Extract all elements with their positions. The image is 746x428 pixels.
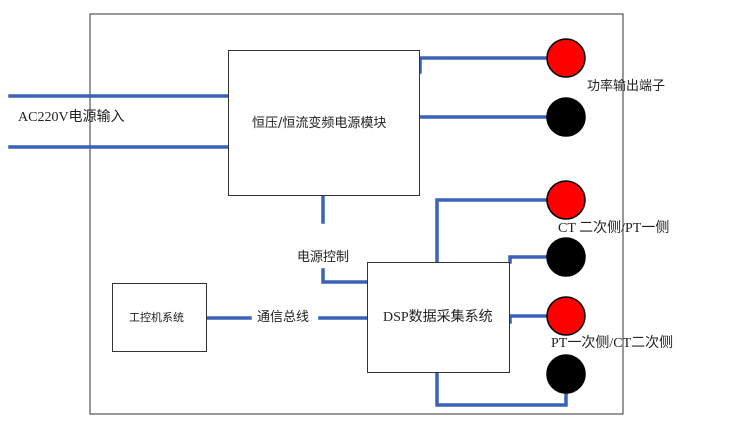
enclosure-frame <box>89 13 624 415</box>
power-output-red-terminal <box>546 38 586 78</box>
pt-black-terminal <box>546 354 586 394</box>
dsp-wire-red-2 <box>508 314 547 324</box>
ipc-box <box>112 283 207 352</box>
output-wire-red <box>418 56 547 74</box>
pt-red-terminal <box>546 296 586 336</box>
dsp-wire-black-2 <box>435 371 568 407</box>
power-module-box <box>228 50 420 196</box>
dsp-box <box>367 262 510 373</box>
power-control-wire-lower <box>321 268 369 284</box>
power-output-label: 功率输出端子 <box>587 79 666 94</box>
ct-secondary-label: CT 二次侧/PT一侧 <box>558 221 670 236</box>
ct-black-terminal <box>546 237 586 277</box>
dsp-wire-red-1 <box>435 198 547 264</box>
ac-input-label: AC220V电源输入 <box>18 110 125 125</box>
dsp-wire-black-1 <box>508 255 547 264</box>
power-control-label: 电源控制 <box>297 250 350 265</box>
dsp-system-label: DSP数据采集系统 <box>383 310 493 325</box>
power-module-label: 恒压/恒流变频电源模块 <box>252 116 387 131</box>
comm-bus-label: 通信总线 <box>257 310 310 325</box>
pt-primary-label: PT一次侧/CT二次侧 <box>551 336 674 351</box>
ct-red-terminal <box>546 180 586 220</box>
power-output-black-terminal <box>546 97 586 137</box>
ipc-system-label: 工控机系统 <box>129 311 184 324</box>
